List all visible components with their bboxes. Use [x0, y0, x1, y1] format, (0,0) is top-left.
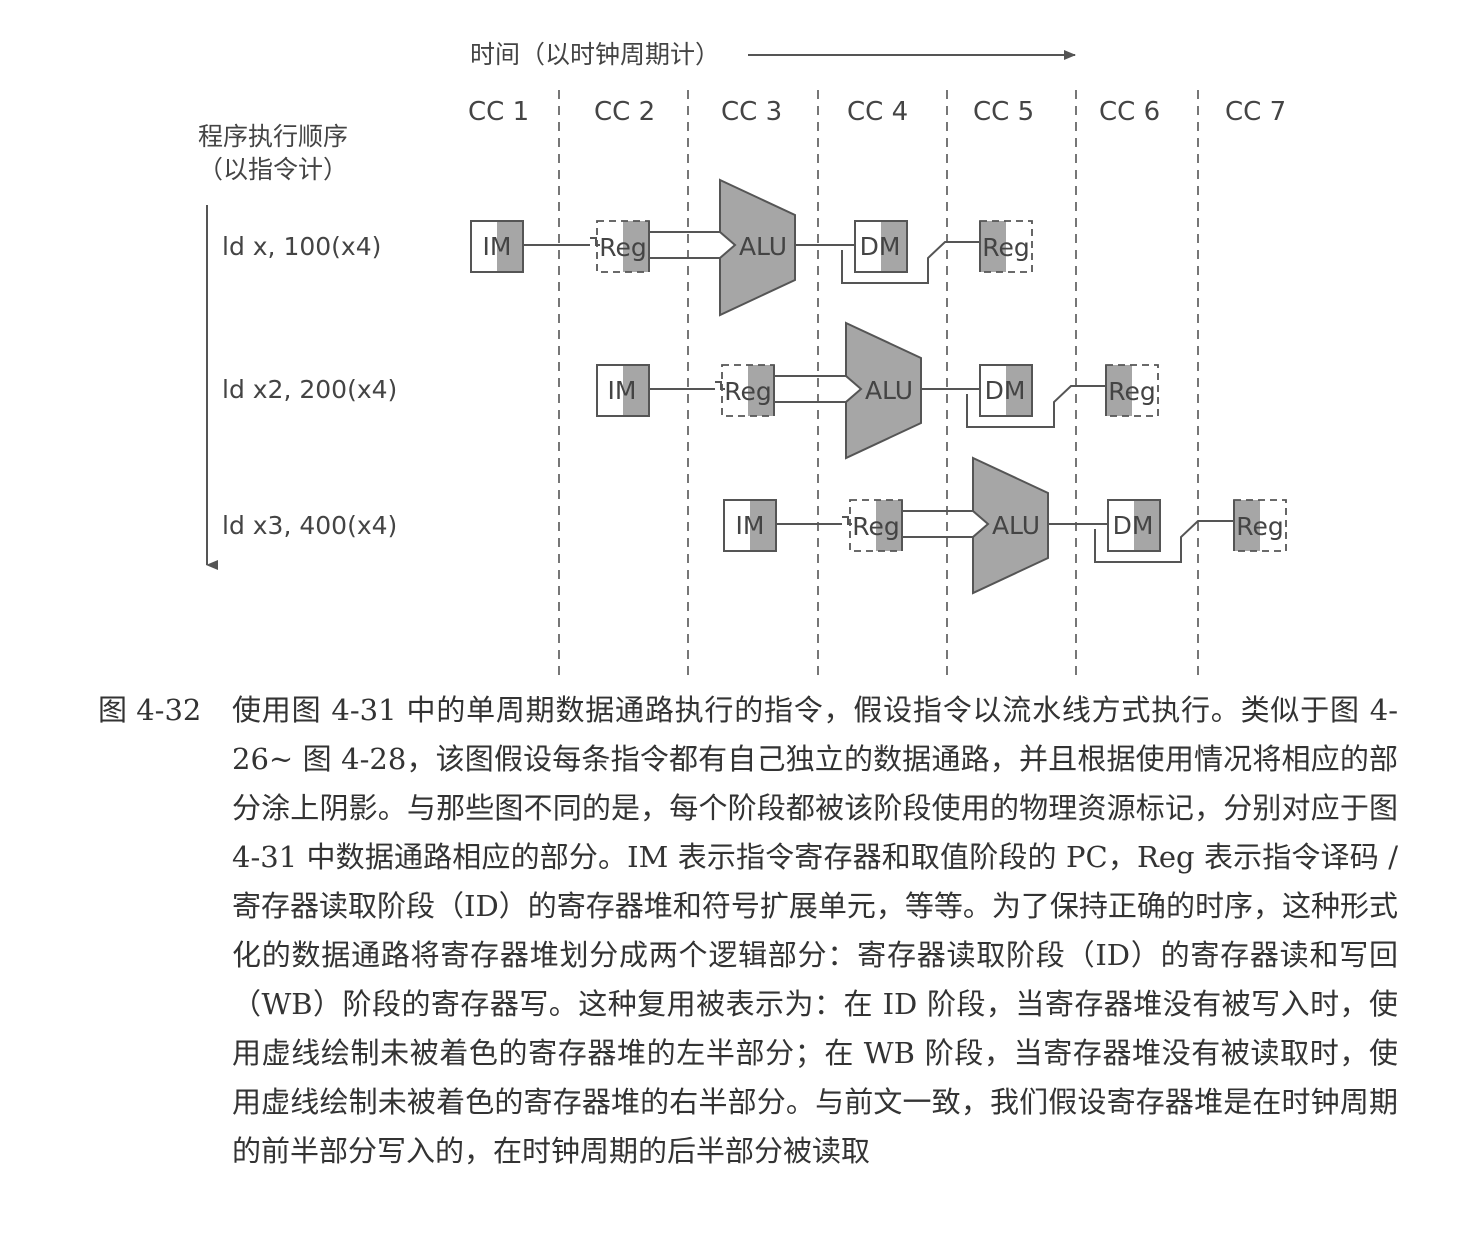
dm-label: DM	[985, 376, 1026, 405]
cc-label: CC 7	[1225, 97, 1286, 127]
figure-number: 图 4-32	[98, 693, 202, 727]
cc-label: CC 2	[594, 97, 655, 127]
figure-caption: 图 4-32 使用图 4-31 中的单周期数据通路执行的指令，假设指令以流水线方…	[98, 686, 1398, 1176]
time-axis-label: 时间（以时钟周期计）	[470, 40, 720, 69]
instruction-label: ld x2, 200(x4)	[222, 375, 397, 404]
im-block	[470, 220, 524, 273]
im-label: IM	[736, 511, 765, 540]
alu-label: ALU	[865, 376, 913, 405]
dm-block	[979, 364, 1033, 417]
dm-label: DM	[860, 232, 901, 261]
instruction-label: ld x, 100(x4)	[222, 232, 381, 261]
cc-label: CC 5	[973, 97, 1034, 127]
reg-label: Reg	[982, 233, 1030, 262]
alu-block	[845, 321, 922, 460]
im-label: IM	[483, 232, 512, 261]
im-label: IM	[608, 376, 637, 405]
instruction-label: ld x3, 400(x4)	[222, 511, 397, 540]
dm-block	[854, 220, 908, 273]
order-label-line2: （以指令计）	[198, 155, 348, 184]
pipeline-diagram: 时间（以时钟周期计） 程序执行顺序 （以指令计） CC 1 CC 2 CC 3 …	[198, 40, 1287, 675]
reg-label: Reg	[1236, 512, 1284, 541]
reg-label: Reg	[1108, 377, 1156, 406]
im-block	[596, 364, 650, 417]
cc-label: CC 1	[468, 97, 529, 127]
dm-label: DM	[1113, 511, 1154, 540]
alu-label: ALU	[992, 511, 1040, 540]
reg-label: Reg	[599, 233, 647, 262]
figure-caption-text: 使用图 4-31 中的单周期数据通路执行的指令，假设指令以流水线方式执行。类似于…	[232, 693, 1398, 1168]
reg-label: Reg	[724, 377, 772, 406]
dm-block	[1107, 499, 1161, 552]
pipeline-row-3: IM Reg ALU DM Reg	[723, 456, 1287, 595]
reg-label: Reg	[852, 512, 900, 541]
alu-label: ALU	[739, 232, 787, 261]
cycle-boundaries	[558, 90, 1199, 675]
cc-label: CC 6	[1099, 97, 1160, 127]
order-label-line1: 程序执行顺序	[198, 122, 348, 151]
pipeline-row-2: IM Reg ALU DM Reg	[596, 321, 1159, 460]
clock-cycle-labels: CC 1 CC 2 CC 3 CC 4 CC 5 CC 6 CC 7	[468, 97, 1286, 127]
pipeline-row-1: IM Reg ALU DM Reg	[470, 178, 1033, 317]
alu-block	[972, 456, 1049, 595]
alu-block	[719, 178, 796, 317]
im-block	[723, 499, 777, 552]
cc-label: CC 3	[721, 97, 782, 127]
cc-label: CC 4	[847, 97, 908, 127]
